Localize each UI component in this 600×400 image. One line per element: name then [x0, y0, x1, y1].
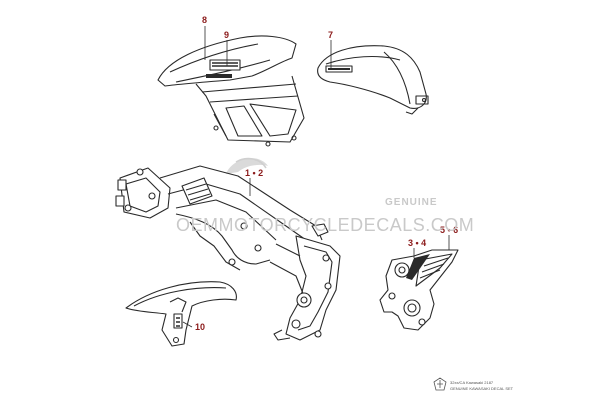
- crest-icon: [433, 377, 447, 391]
- footpeg-bracket-part: [379, 249, 459, 331]
- watermark-genuine: GENUINE: [385, 197, 438, 208]
- front-fender-part: [125, 281, 237, 347]
- corner-logo-line2: GENUINE KAWASAKI DECAL SET: [450, 386, 514, 391]
- leader-lines: [182, 26, 450, 328]
- callout-10: 10: [195, 322, 206, 332]
- callout-1-2: 1 • 2: [245, 168, 264, 178]
- callout-9: 9: [224, 30, 230, 40]
- frame-part: [115, 165, 341, 341]
- watermark-site-name: OEMMOTORCYCLEDECALS.COM: [176, 215, 475, 235]
- callout-5-6: 5 • 6: [440, 225, 459, 235]
- corner-logo-line1: 32xx/CA Kawasaki 2187: [450, 380, 494, 385]
- helmet-icon: [226, 157, 268, 174]
- callout-8: 8: [202, 15, 208, 25]
- callout-7: 7: [328, 30, 334, 40]
- tank-cover-part: [157, 35, 305, 147]
- callout-3-4: 3 • 4: [408, 238, 427, 248]
- side-cowl-part: [317, 45, 429, 115]
